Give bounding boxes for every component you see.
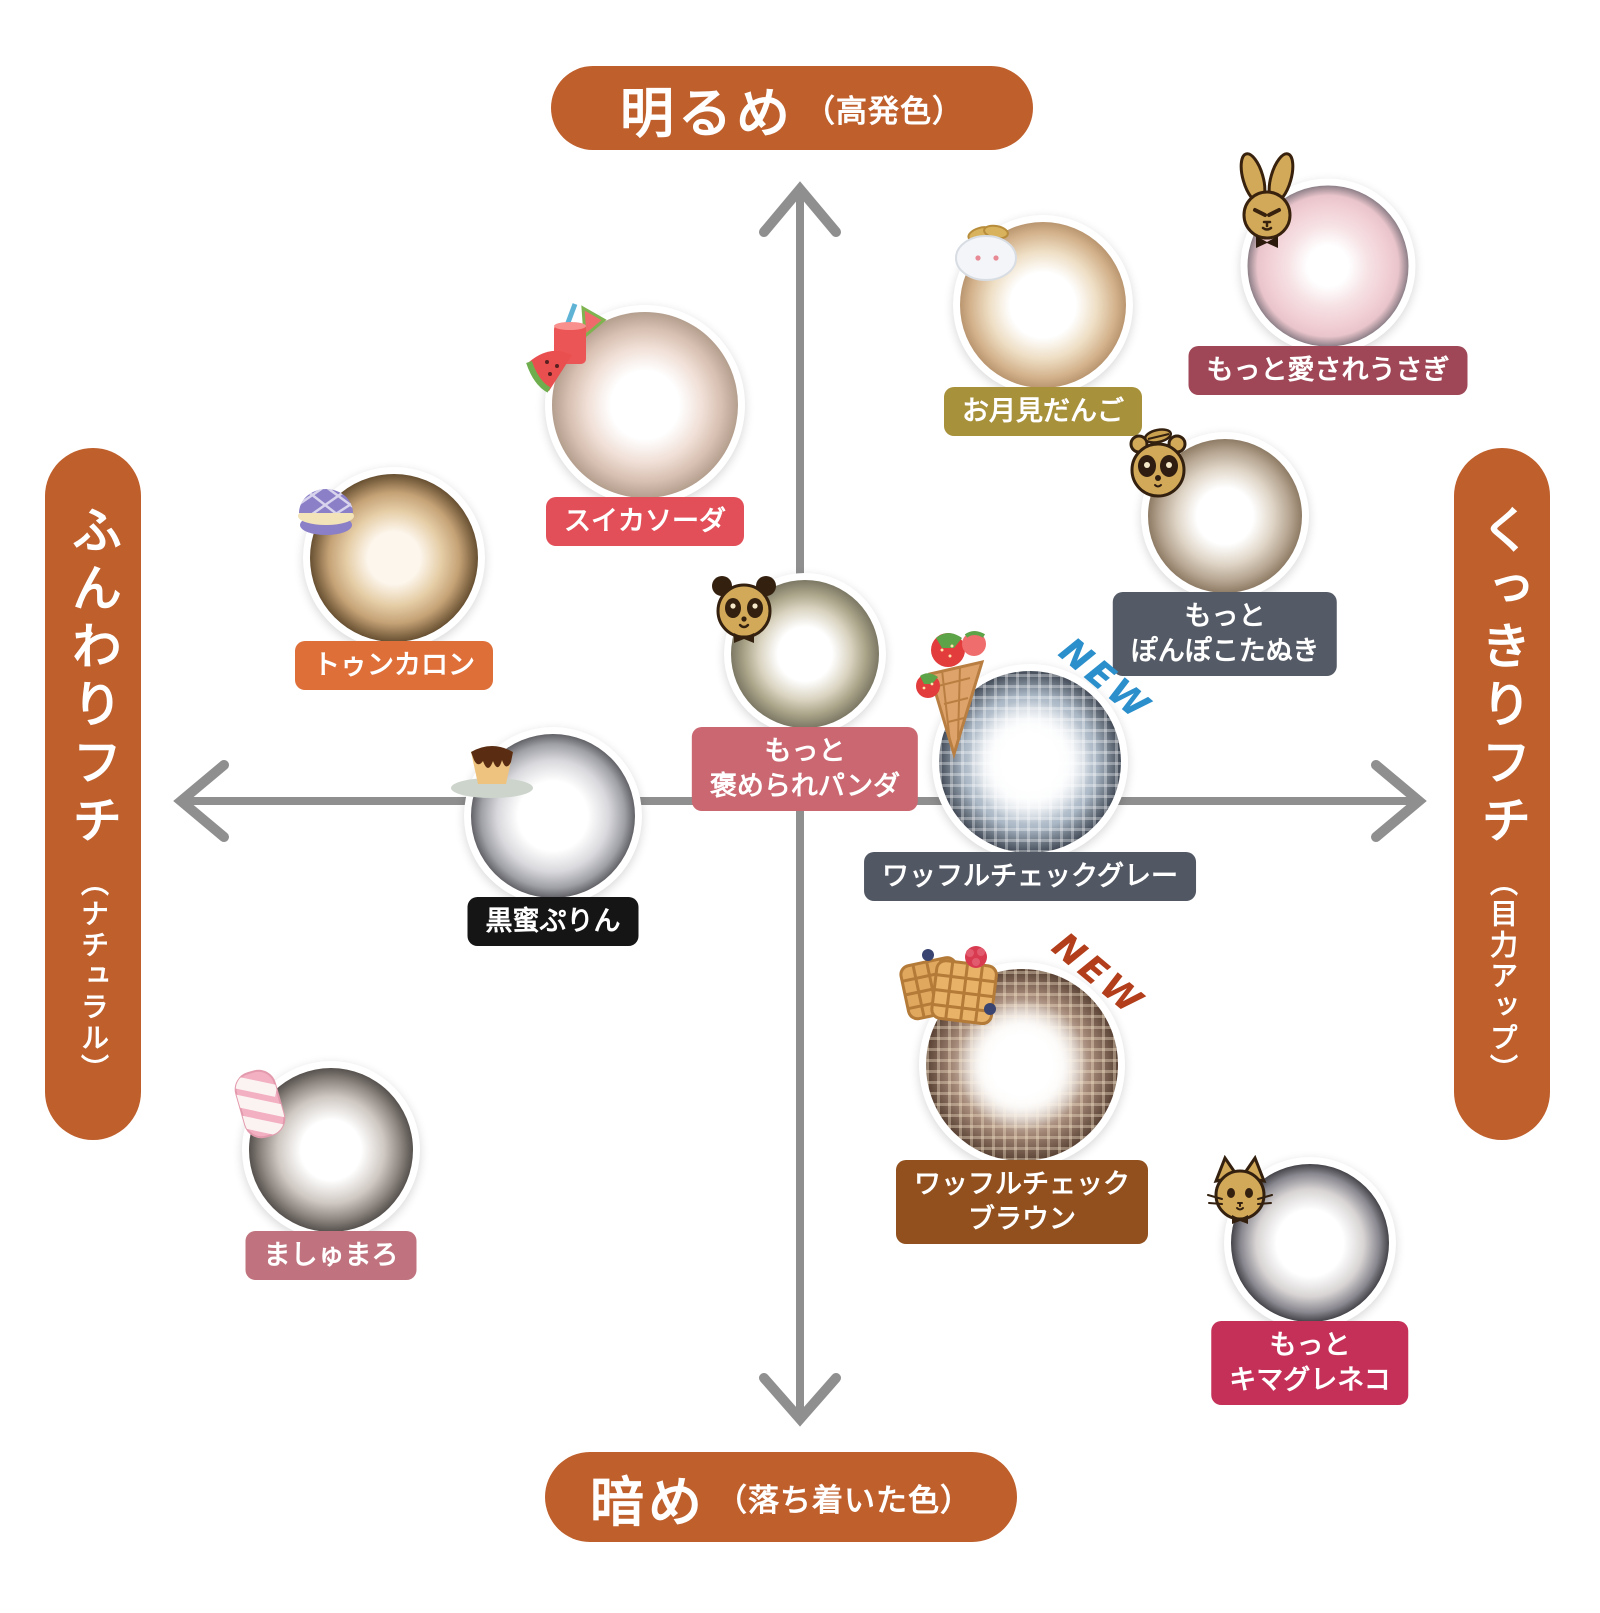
product-label: スイカソーダ bbox=[546, 497, 744, 547]
axis-label-soft-edge-text: ふんわりフチ bbox=[64, 503, 122, 852]
axis-label-dark-text: 暗め bbox=[590, 1470, 706, 1534]
axis-label-dark: 暗め （落ち着いた色） bbox=[545, 1452, 1017, 1542]
tanuki-icon bbox=[1122, 428, 1194, 500]
axis-label-sharp-edge-sub: （目力アップ） bbox=[1486, 867, 1519, 1085]
axis-label-soft-edge-sub: （ナチュラル） bbox=[77, 867, 110, 1085]
axis-label-bright-sub: （高発色） bbox=[804, 93, 964, 130]
axis-label-dark-sub: （落ち着いた色） bbox=[716, 1482, 972, 1519]
marshmallow-icon bbox=[225, 1065, 295, 1143]
product-label: トゥンカロン bbox=[295, 641, 493, 691]
strawberry-crepe-icon bbox=[908, 622, 998, 762]
product-label: もっと愛されうさぎ bbox=[1188, 346, 1468, 396]
gold-rabbit-icon bbox=[1228, 152, 1306, 254]
product-label: もっと 褒められパンダ bbox=[691, 727, 919, 812]
axis-label-bright-text: 明るめ bbox=[620, 81, 794, 145]
pudding-icon bbox=[447, 730, 537, 800]
product-label: ましゅまろ bbox=[245, 1231, 417, 1281]
axis-label-sharp-edge: くっきりフチ （目力アップ） bbox=[1454, 448, 1550, 1140]
axis-label-soft-edge: ふんわりフチ （ナチュラル） bbox=[45, 448, 141, 1140]
product-label: ワッフルチェック ブラウン bbox=[896, 1160, 1148, 1245]
axis-label-bright: 明るめ （高発色） bbox=[551, 66, 1033, 150]
product-label: お月見だんご bbox=[944, 387, 1142, 437]
moon-rabbit-icon bbox=[950, 220, 1020, 282]
macaron-icon bbox=[290, 475, 362, 539]
gold-panda-icon bbox=[706, 573, 782, 645]
cat-icon bbox=[1206, 1155, 1274, 1229]
lens-disc bbox=[242, 1061, 420, 1239]
product-label: もっと ぽんぽこたぬき bbox=[1112, 592, 1338, 677]
product-label: もっと キマグレネコ bbox=[1211, 1321, 1409, 1406]
lens-disc bbox=[919, 962, 1125, 1168]
axis-label-sharp-edge-text: くっきりフチ bbox=[1473, 503, 1531, 852]
waffle-icon bbox=[898, 935, 1003, 1035]
watermelon-soda-icon bbox=[525, 300, 610, 395]
product-label: ワッフルチェックグレー bbox=[864, 852, 1196, 902]
lens-disc bbox=[1224, 1157, 1396, 1329]
product-label: 黒蜜ぷりん bbox=[467, 897, 639, 947]
lens-disc bbox=[724, 573, 886, 735]
